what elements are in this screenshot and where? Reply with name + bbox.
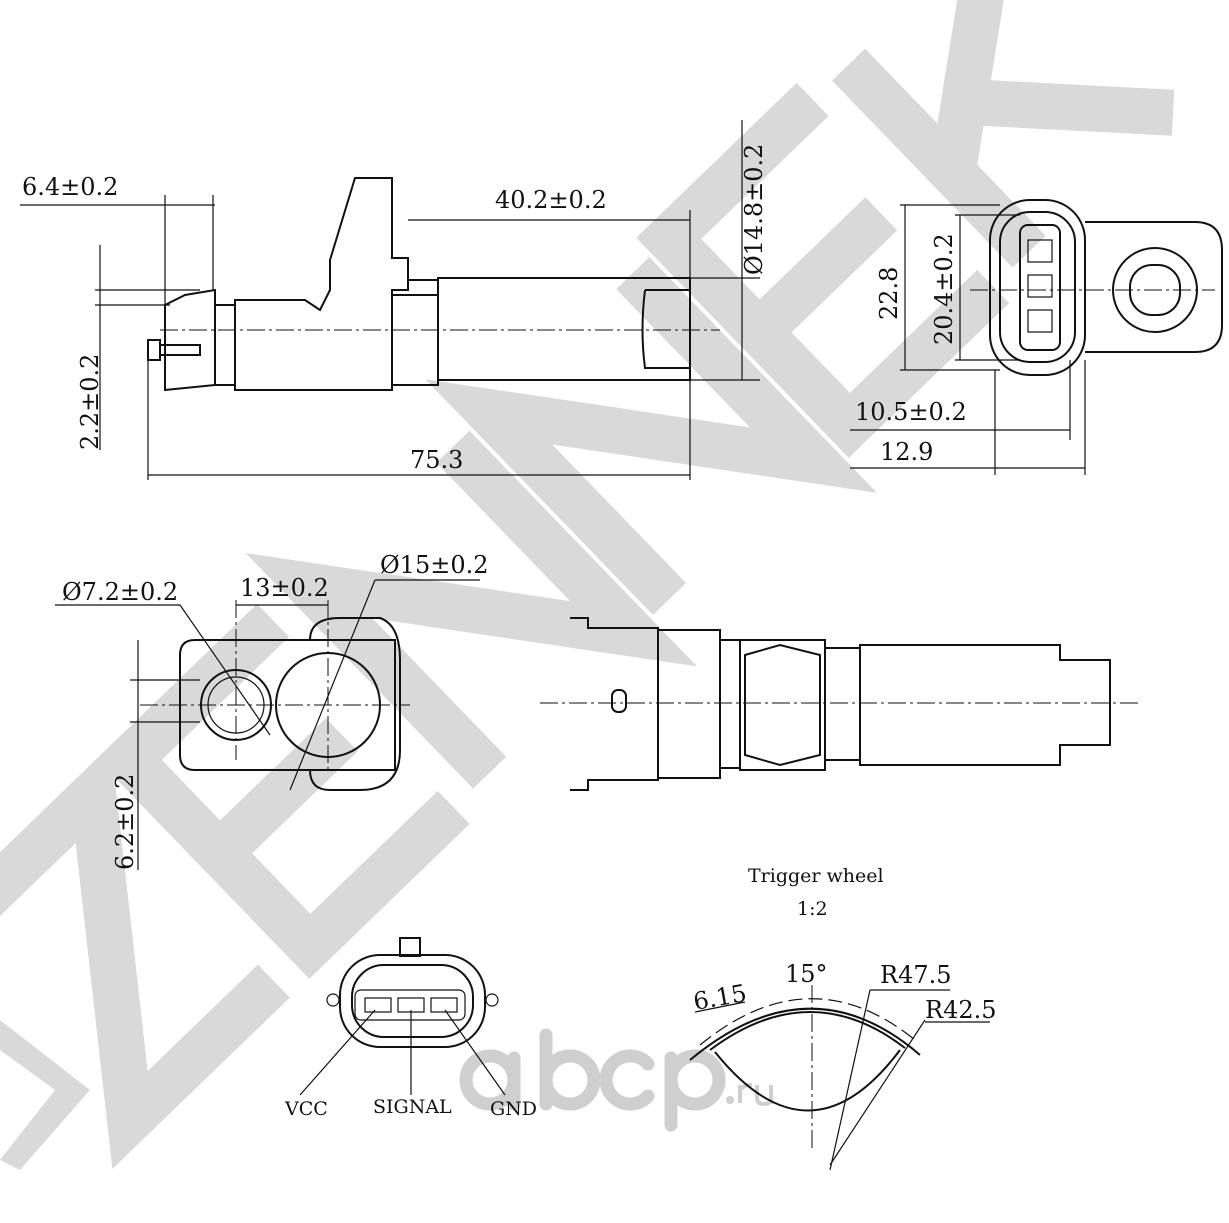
top-view [540,617,1140,791]
dim-6-15: 6.15 [691,979,748,1016]
dim-15-deg: 15° [785,960,828,988]
watermark [0,0,1175,1169]
connector-face: VCC SIGNAL GND [284,937,537,1120]
dim-13: 13±0.2 [240,574,329,602]
dim-diameter-14-8: Ø14.8±0.2 [740,144,768,275]
dim-diameter-15: Ø15±0.2 [380,551,489,579]
pin-label-vcc: VCC [284,1098,328,1120]
end-view: 22.8 20.4±0.2 10.5±0.2 12.9 [850,199,1223,475]
trigger-wheel-scale: 1:2 [797,898,828,920]
pin-label-signal: SIGNAL [373,1096,452,1118]
side-view: 6.4±0.2 40.2±0.2 Ø14.8±0.2 2.2±0.2 75.3 [20,120,768,480]
flange-view: Ø7.2±0.2 13±0.2 Ø15±0.2 6.2±0.2 [55,551,489,870]
watermark-chevron [0,1020,90,1170]
dim-diameter-7-2: Ø7.2±0.2 [62,578,178,606]
dim-75-3: 75.3 [410,446,463,474]
trigger-wheel: Trigger wheel 1:2 R47.5 R42.5 6.15 15° [689,865,997,1171]
dim-2-2: 2.2±0.2 [76,354,104,450]
dim-r42-5: R42.5 [925,996,997,1024]
dim-12-9: 12.9 [880,438,933,466]
dim-20-4: 20.4±0.2 [930,233,958,345]
dim-22-8: 22.8 [875,267,903,320]
dim-40-2: 40.2±0.2 [495,186,607,214]
dim-6-4: 6.4±0.2 [22,173,118,201]
dim-6-2: 6.2±0.2 [111,774,139,870]
dim-10-5: 10.5±0.2 [855,398,967,426]
trigger-wheel-title: Trigger wheel [748,865,884,887]
pin-label-gnd: GND [490,1098,537,1120]
dim-r47-5: R47.5 [880,961,952,989]
